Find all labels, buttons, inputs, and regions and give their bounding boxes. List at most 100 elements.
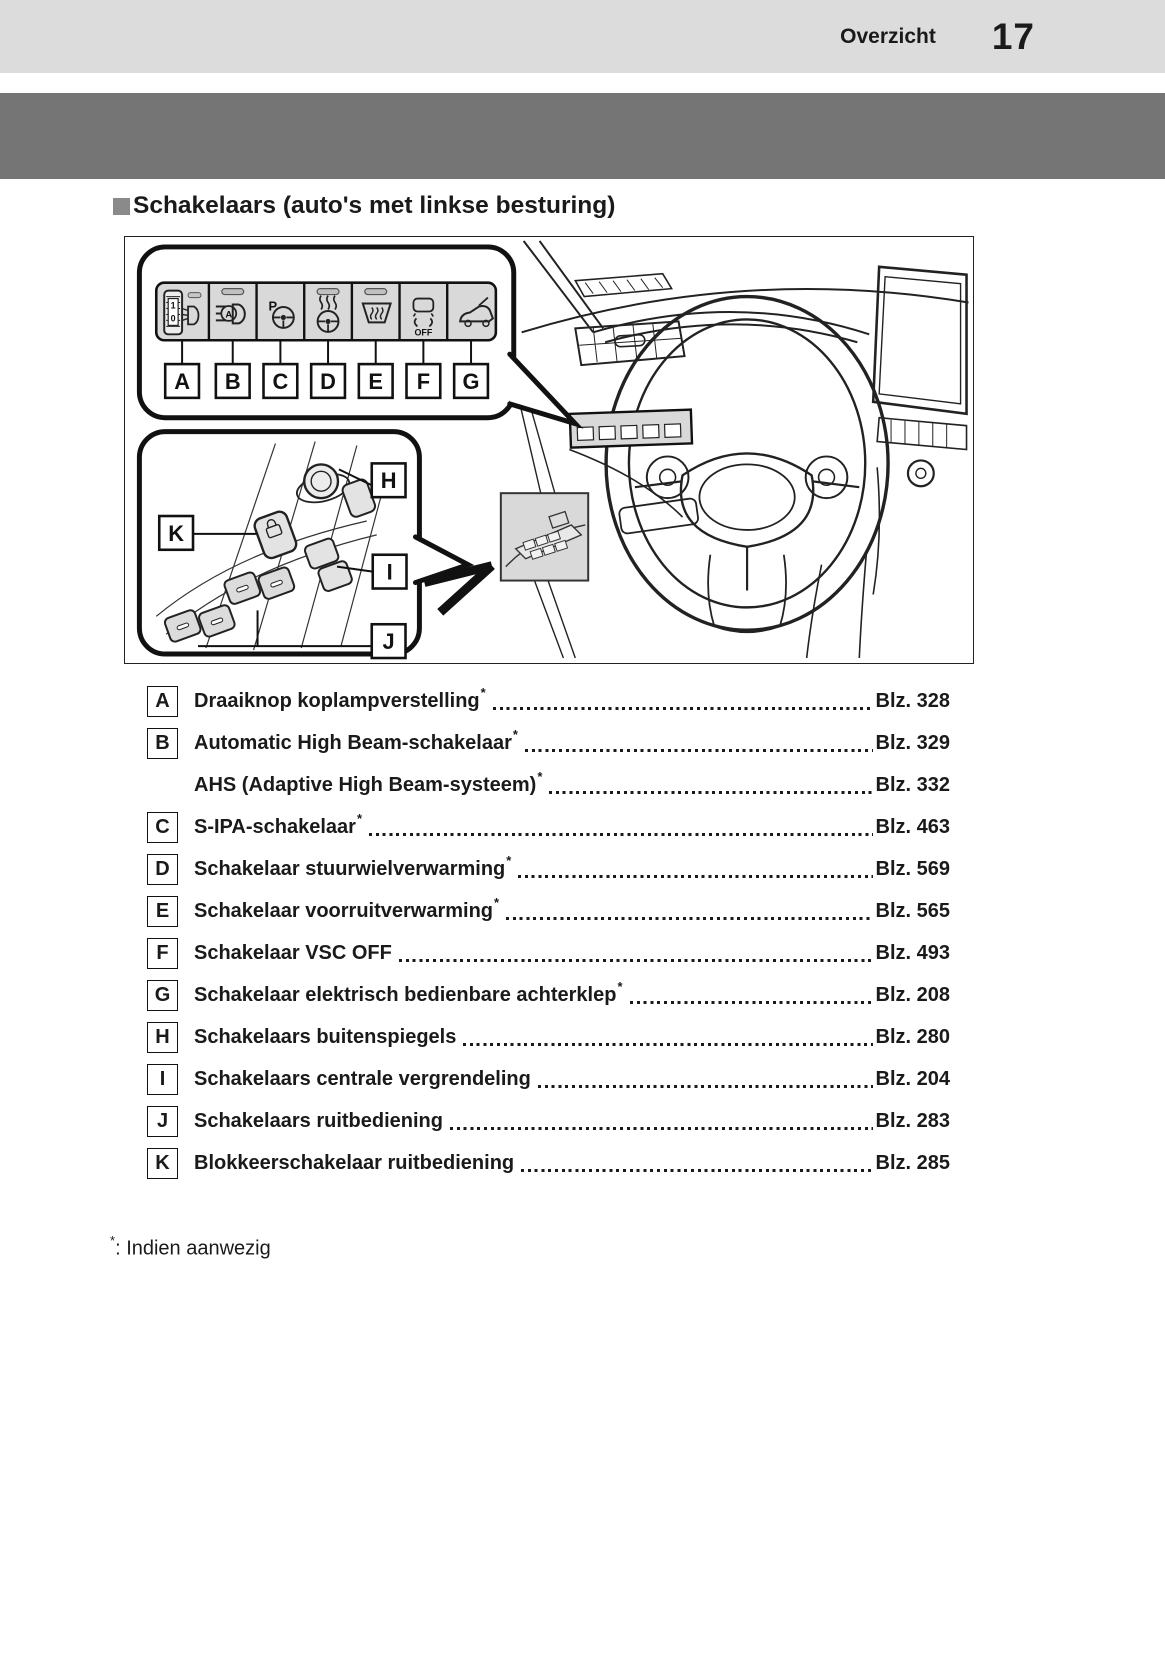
leader-dots	[506, 917, 873, 920]
item-label-box: D	[147, 854, 178, 885]
figure-label-h: H	[381, 468, 397, 493]
headlamp-leveling-dial-icon: 1 0	[163, 289, 200, 336]
item-label-box: G	[147, 980, 178, 1011]
item-page-ref: Blz. 565	[875, 900, 950, 922]
leader-dots	[537, 1085, 873, 1088]
item-label-box: B	[147, 728, 178, 759]
figure-label-e: E	[368, 369, 383, 394]
header-page-number: 17	[991, 15, 1035, 57]
callout-arrow	[423, 561, 495, 616]
item-label-box: F	[147, 938, 178, 969]
item-page-ref: Blz. 208	[875, 984, 950, 1006]
item-label-box: H	[147, 1022, 178, 1053]
figure-label-g: G	[463, 369, 480, 394]
toc-row: H Schakelaars buitenspiegels Blz. 280	[147, 1022, 950, 1053]
svg-text:1: 1	[171, 300, 176, 310]
toc-row: G Schakelaar elektrisch bedienbare achte…	[147, 980, 950, 1011]
parking-assist-icon: P	[268, 298, 295, 329]
star-marker: *	[617, 979, 623, 995]
figure-label-b: B	[225, 369, 241, 394]
star-marker: *	[480, 685, 486, 701]
figure-label-a: A	[174, 369, 190, 394]
item-page-ref: Blz. 280	[875, 1026, 950, 1048]
figure-label-k: K	[168, 521, 184, 546]
item-page-ref: Blz. 328	[875, 690, 950, 712]
door-switches-callout: K H I J	[136, 429, 475, 660]
figure-label-i: I	[387, 560, 393, 585]
steering-wheel-heating-icon	[316, 295, 340, 333]
item-page-ref: Blz. 329	[875, 732, 950, 754]
item-text: Schakelaars buitenspiegels	[194, 1026, 457, 1048]
leader-dots	[518, 875, 873, 878]
window-lock-switch	[253, 510, 298, 560]
item-text: Schakelaar elektrisch bedienbare achterk…	[194, 979, 623, 1006]
item-label-box: I	[147, 1064, 178, 1095]
toc-row: C S-IPA-schakelaar* Blz. 463	[147, 812, 950, 843]
leader-dots	[398, 959, 873, 962]
figure-label-c: C	[273, 369, 289, 394]
toc-row: AHS (Adaptive High Beam-systeem)* Blz. 3…	[147, 770, 950, 801]
leader-dots	[369, 833, 873, 836]
item-text: Automatic High Beam-schakelaar*	[194, 727, 518, 754]
leader-dots	[521, 1169, 873, 1172]
star-marker: *	[512, 727, 518, 743]
figure-label-f: F	[417, 369, 430, 394]
item-label-box: K	[147, 1148, 178, 1179]
toc-row: K Blokkeerschakelaar ruitbediening Blz. …	[147, 1148, 950, 1179]
svg-text:A: A	[225, 308, 232, 319]
leader-dots	[524, 749, 873, 752]
power-tailgate-icon	[458, 296, 495, 328]
vsc-off-icon: OFF	[412, 297, 435, 337]
header-section-label: Overzicht	[840, 24, 936, 48]
leader-dots	[492, 707, 873, 710]
door-armrest-inset	[499, 492, 590, 582]
item-text: Schakelaar VSC OFF	[194, 942, 392, 964]
item-label-box: C	[147, 812, 178, 843]
leader-dots	[463, 1043, 873, 1046]
star-marker: *	[506, 853, 512, 869]
svg-text:P: P	[268, 298, 277, 313]
toc-row: B Automatic High Beam-schakelaar* Blz. 3…	[147, 728, 950, 759]
svg-text:0: 0	[171, 313, 176, 323]
item-text: S-IPA-schakelaar*	[194, 811, 362, 838]
mirror-adjust-knob	[295, 463, 351, 504]
switch-strip-location	[568, 408, 694, 449]
item-page-ref: Blz. 285	[875, 1152, 950, 1174]
svg-text:OFF: OFF	[414, 327, 432, 337]
steering-wheel	[604, 294, 890, 634]
item-page-ref: Blz. 332	[875, 774, 950, 796]
windshield-heating-icon	[361, 302, 392, 324]
star-marker: *	[537, 769, 543, 785]
star-marker: *	[494, 895, 500, 911]
toc-row: I Schakelaars centrale vergrendeling Blz…	[147, 1064, 950, 1095]
square-bullet-icon	[113, 197, 130, 215]
footnote-separator: :	[115, 1237, 121, 1260]
item-label-box: A	[147, 686, 178, 717]
infotainment-screen	[871, 265, 968, 416]
item-text: AHS (Adaptive High Beam-systeem)*	[194, 769, 543, 796]
manual-page: Overzicht 17 Schakelaars (auto's met lin…	[0, 0, 1165, 1261]
star-marker: *	[356, 811, 362, 827]
item-page-ref: Blz. 569	[875, 858, 950, 880]
item-page-ref: Blz. 463	[875, 816, 950, 838]
item-text: Schakelaar voorruitverwarming*	[194, 895, 500, 922]
page-header: Overzicht 17	[0, 0, 1165, 73]
switch-index-list: A Draaiknop koplampverstelling* Blz. 328…	[147, 686, 950, 1179]
central-locking-switches	[303, 537, 353, 592]
toc-row: A Draaiknop koplampverstelling* Blz. 328	[147, 686, 950, 717]
figure-label-d: D	[320, 369, 336, 394]
item-label-box: E	[147, 896, 178, 927]
window-switches	[163, 566, 296, 643]
item-page-ref: Blz. 493	[875, 942, 950, 964]
footnote: *: Indien aanwezig	[110, 1233, 1165, 1261]
toc-row: J Schakelaars ruitbediening Blz. 283	[147, 1106, 950, 1137]
leader-dots	[449, 1127, 873, 1130]
leader-dots	[629, 1001, 873, 1004]
dashboard-figure: 1 0 A P	[124, 236, 974, 664]
chapter-banner	[0, 93, 1165, 179]
toc-row: D Schakelaar stuurwielverwarming* Blz. 5…	[147, 854, 950, 885]
dashboard-sketch	[513, 240, 969, 659]
item-text: Draaiknop koplampverstelling*	[194, 685, 486, 712]
leader-dots	[549, 791, 873, 794]
figure-label-j: J	[383, 629, 395, 654]
